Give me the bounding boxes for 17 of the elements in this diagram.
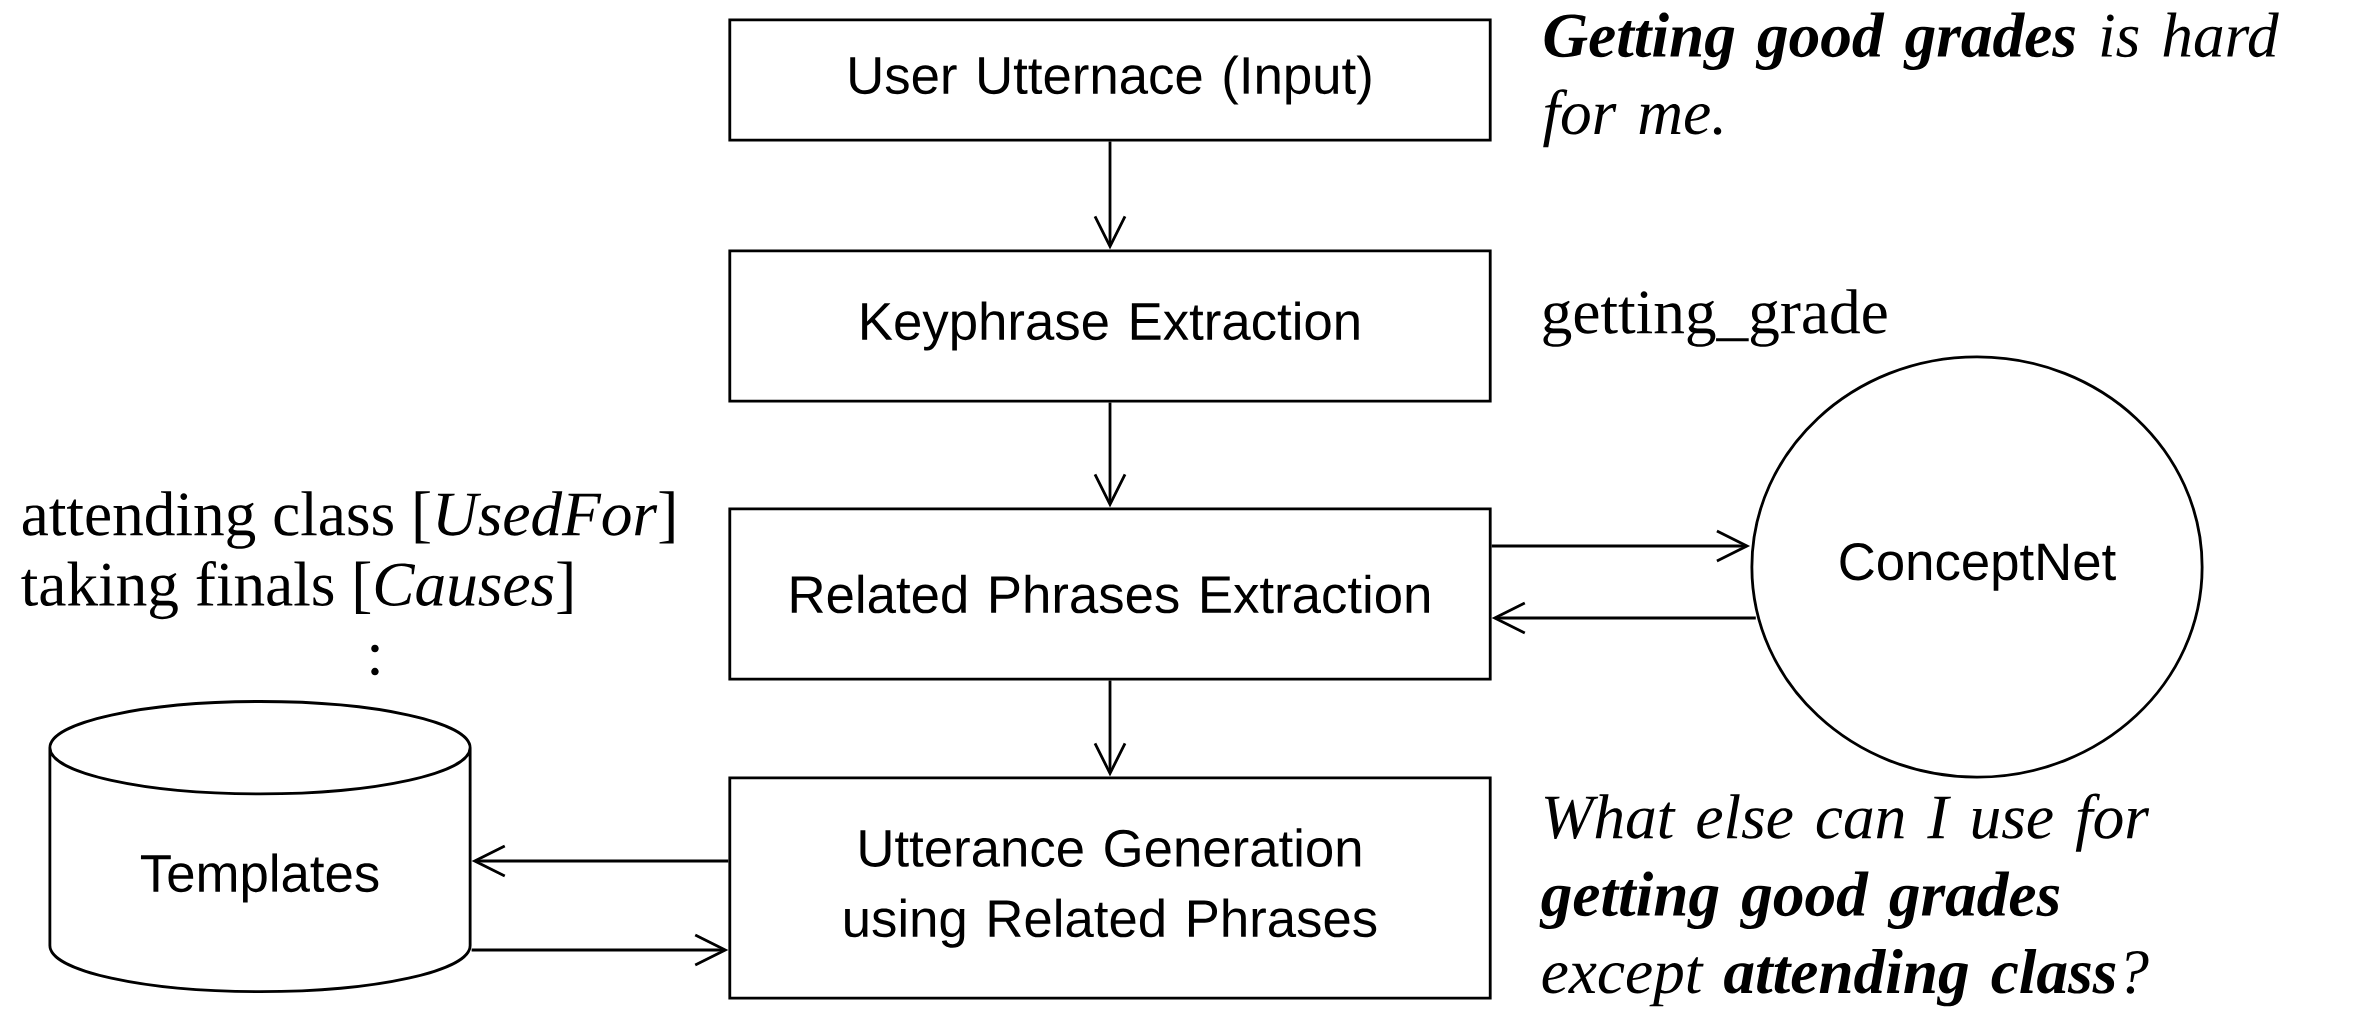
arrow (1093, 680, 1127, 777)
example-text: What else can I use for getting good grades except attending class? (1539, 793, 2150, 1007)
example-text: Getting good grades is hard for me. (1543, 12, 2279, 148)
arrow (471, 933, 729, 967)
example-text: getting_grade (1543, 289, 1887, 347)
arrow (1491, 601, 1756, 635)
process-box: Related Phrases Extraction (728, 507, 1492, 681)
relation-text: attending class [UsedFor] (22, 491, 674, 549)
relation-text: taking finals [Causes] (21, 560, 572, 620)
arrow (471, 844, 729, 878)
process-box: Utterance Generation using Related Phrases (728, 776, 1492, 1000)
arrow (1093, 141, 1127, 250)
process-box: Keyphrase Extraction (728, 249, 1492, 403)
arrow (1093, 402, 1127, 508)
process-box: User Utternace (Input) (728, 18, 1492, 142)
database-cylinder: Templates (48, 700, 472, 994)
arrow (1491, 529, 1751, 563)
